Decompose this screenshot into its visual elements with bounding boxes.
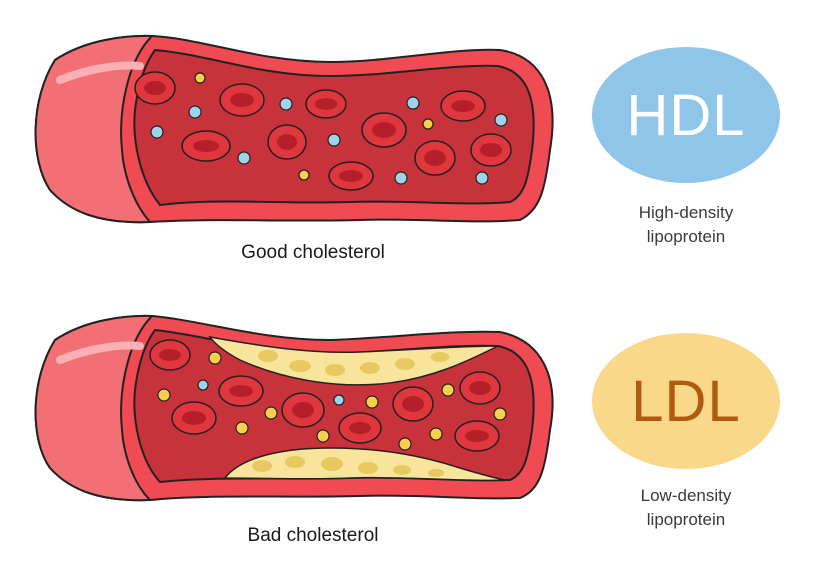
ldl-vessel-caption: Bad cholesterol (247, 525, 379, 546)
hdl-badge: HDL (592, 47, 780, 183)
hdl-description: High-density lipoprotein (576, 201, 796, 249)
ldl-desc-line1: Low-density (640, 486, 732, 505)
ldl-badge: LDL (592, 333, 780, 469)
ldl-desc-line2: lipoprotein (646, 510, 726, 529)
hdl-desc-line2: lipoprotein (646, 227, 726, 246)
ldl-plaque-top (208, 335, 499, 386)
ldl-particles (157, 351, 507, 451)
ldl-badge-label: LDL (631, 368, 741, 434)
hdl-badge-label: HDL (626, 82, 746, 148)
ldl-red-blood-cells (149, 339, 501, 452)
hdl-particles (150, 72, 508, 185)
hdl-desc-line1: High-density (638, 203, 734, 222)
hdl-red-blood-cells (134, 71, 512, 191)
hdl-vessel-caption: Good cholesterol (241, 242, 385, 263)
ldl-description: Low-density lipoprotein (576, 484, 796, 532)
